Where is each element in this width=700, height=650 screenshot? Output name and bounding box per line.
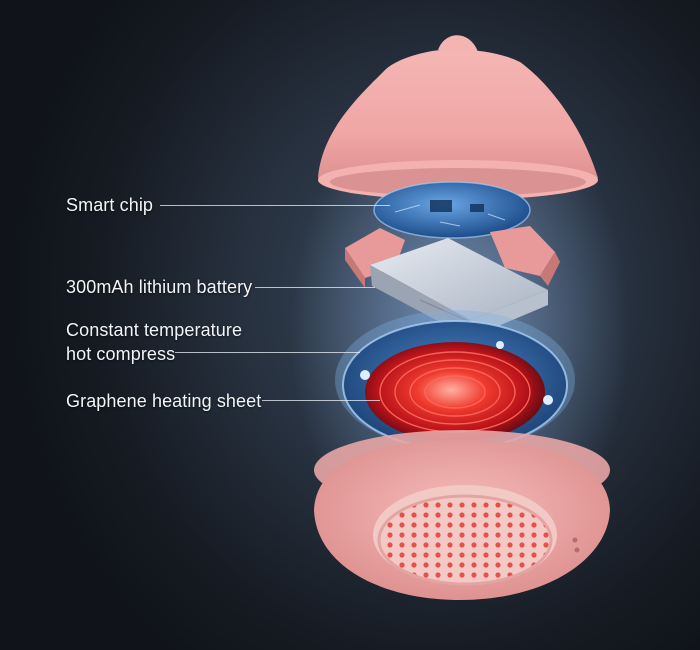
battery-label: 300mAh lithium battery [66,277,253,297]
smart-chip-label: Smart chip [66,195,154,215]
smart-chip-board [373,181,531,239]
hot-compress-leader-line [175,352,360,353]
hot-compress-label-line2: hot compress [66,344,176,364]
heating-sheet-label: Graphene heating sheet [66,391,262,411]
smart-chip-leader-line [160,205,390,206]
heating-sheet-leader-line [262,400,380,401]
hot-compress-label-line1: Constant temperature [66,320,243,340]
heating-module [335,310,575,450]
top-cap [318,35,598,200]
bottom-pad [314,430,610,600]
battery-leader-line [255,287,375,288]
